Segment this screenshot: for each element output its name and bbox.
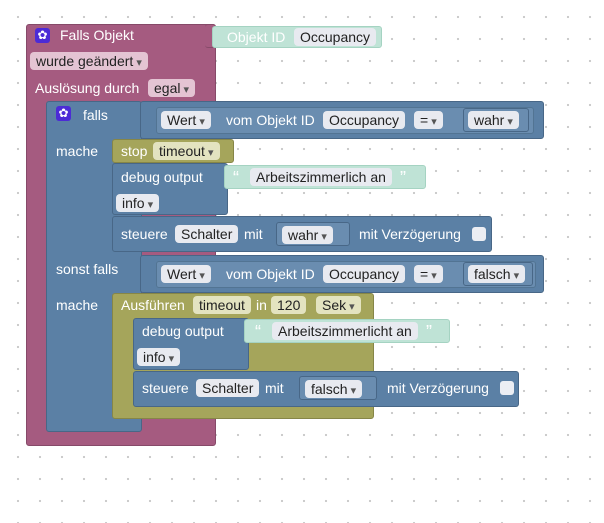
debug-text-value[interactable]: Arbeitszimmerlicht an [272, 322, 418, 340]
control-target[interactable]: Schalter [196, 379, 260, 397]
value-dropdown[interactable]: Wert [161, 111, 211, 129]
object-id-value[interactable]: Occupancy [323, 111, 406, 129]
trigger-title: Falls Objekt [60, 27, 134, 43]
debug-label: debug output [121, 169, 203, 185]
control-target[interactable]: Schalter [175, 225, 239, 243]
trigger-label: Auslösung durch [35, 80, 140, 96]
stop-timer-dropdown[interactable]: timeout [153, 142, 220, 160]
of-object-label: vom Objekt ID [226, 266, 315, 282]
control-label: steuere [121, 226, 168, 242]
control-label: steuere [142, 380, 189, 396]
elseif-label: sonst falls [56, 261, 119, 277]
timeout-unit-dropdown[interactable]: Sek [316, 296, 361, 314]
with-label: mit [244, 226, 263, 242]
gear-icon[interactable]: ✿ [56, 106, 71, 121]
debug-level-dropdown[interactable]: info [116, 194, 160, 212]
control-value-dropdown[interactable]: falsch [305, 380, 363, 398]
trigger-dropdown[interactable]: egal [148, 79, 196, 97]
timeout-timer-name[interactable]: timeout [193, 296, 251, 314]
object-id-label: Objekt ID [227, 29, 286, 45]
change-mode-dropdown[interactable]: wurde geändert [30, 52, 148, 70]
control-value-dropdown[interactable]: wahr [282, 226, 333, 244]
quote-close-icon: ” [400, 168, 406, 188]
value-dropdown[interactable]: Wert [161, 265, 211, 283]
compare-value-dropdown[interactable]: falsch [468, 265, 526, 283]
in-label: in [256, 297, 267, 313]
with-label: mit [265, 380, 284, 396]
delay-checkbox[interactable] [500, 381, 514, 395]
debug-label: debug output [142, 323, 224, 339]
debug-text-value[interactable]: Arbeitszimmerlich an [250, 168, 392, 186]
quote-close-icon: ” [426, 322, 432, 342]
then-label: mache [56, 143, 99, 159]
timeout-duration[interactable]: 120 [271, 296, 307, 314]
if-label: falls [83, 107, 108, 123]
gear-icon[interactable]: ✿ [35, 28, 50, 43]
stop-label: stop [121, 143, 148, 159]
operator-dropdown[interactable]: = [414, 265, 443, 283]
delay-label: mit Verzögerung [359, 226, 461, 242]
delay-label: mit Verzögerung [387, 380, 489, 396]
object-id-value[interactable]: Occupancy [294, 28, 377, 46]
debug-level-dropdown[interactable]: info [137, 348, 181, 366]
timeout-label: Ausführen [121, 297, 185, 313]
delay-checkbox[interactable] [472, 227, 486, 241]
operator-dropdown[interactable]: = [414, 111, 443, 129]
else-then-label: mache [56, 297, 99, 313]
quote-open-icon: “ [255, 322, 261, 342]
quote-open-icon: “ [233, 168, 239, 188]
object-id-value[interactable]: Occupancy [323, 265, 406, 283]
of-object-label: vom Objekt ID [226, 112, 315, 128]
compare-value-dropdown[interactable]: wahr [468, 111, 519, 129]
